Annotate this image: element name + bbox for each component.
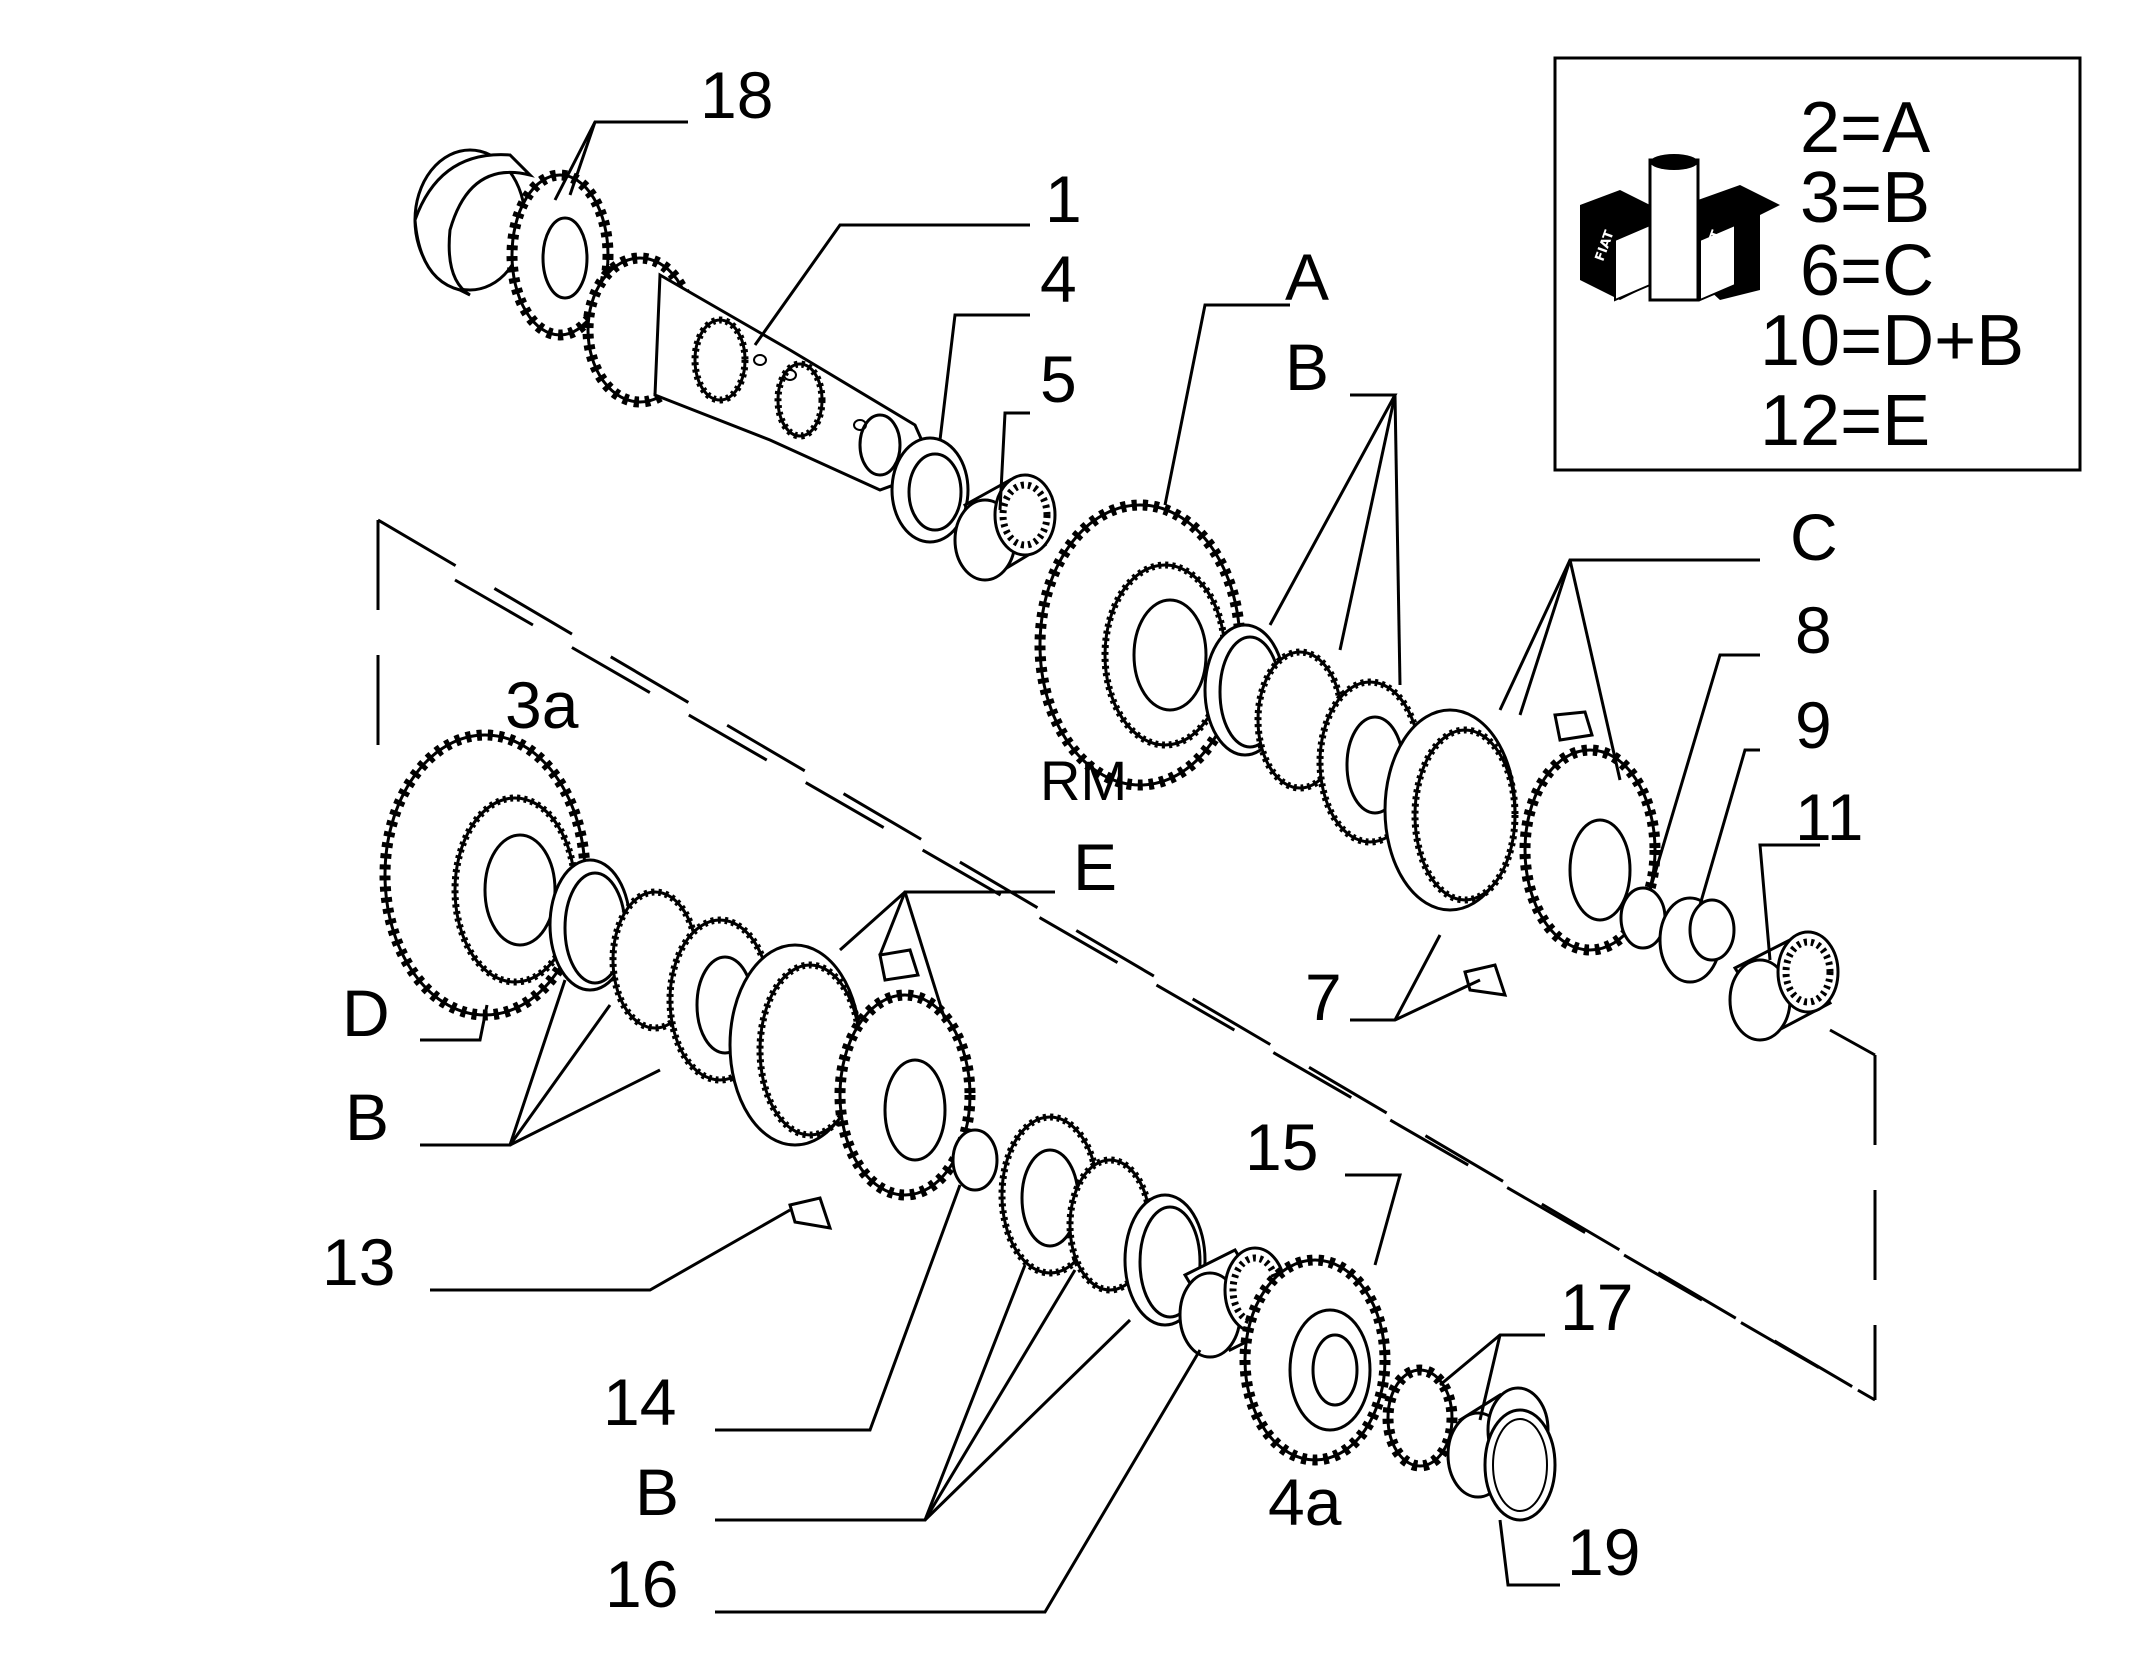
callout-A: A bbox=[1285, 240, 1329, 314]
kit-line-1: 2=A bbox=[1800, 88, 1930, 168]
fiat-kit-box-icon: FIAT FIAT bbox=[1580, 154, 1780, 302]
callout-5: 5 bbox=[1040, 342, 1077, 416]
kit-line-5: 12=E bbox=[1760, 381, 1930, 461]
callout-1: 1 bbox=[1045, 162, 1082, 236]
kit-line-3: 6=C bbox=[1800, 231, 1934, 311]
assembly-dashed-outline bbox=[376, 518, 1877, 1402]
callout-17: 17 bbox=[1560, 1270, 1633, 1344]
callout-D: D bbox=[342, 976, 390, 1050]
callout-E: E bbox=[1073, 830, 1117, 904]
part-14-snap-ring bbox=[951, 1128, 999, 1192]
callout-16: 16 bbox=[605, 1547, 678, 1621]
callout-7: 7 bbox=[1305, 960, 1342, 1034]
callout-8: 8 bbox=[1795, 593, 1832, 667]
callout-11: 11 bbox=[1795, 780, 1864, 854]
callout-4a: 4a bbox=[1268, 1465, 1342, 1539]
part-C-synchro-sleeve bbox=[1383, 708, 1661, 956]
callout-B-top: B bbox=[1285, 330, 1329, 404]
callout-labels: 18 1 4 5 A B C 8 9 11 7 RM 3a E D B 13 1… bbox=[322, 58, 1864, 1621]
kit-legend-box: FIAT FIAT 2=A 3=B 6=C 10=D+B 12=E bbox=[1553, 56, 2082, 472]
part-7-key bbox=[1463, 963, 1508, 997]
part-E-synchro-sleeve bbox=[728, 943, 976, 1201]
part-5-needle-bearing bbox=[953, 473, 1057, 582]
callout-19: 19 bbox=[1567, 1515, 1640, 1589]
part-11-needle-bearing bbox=[1728, 930, 1840, 1042]
callout-B-bottom: B bbox=[635, 1455, 679, 1529]
part-13-key bbox=[788, 1196, 833, 1230]
callout-9: 9 bbox=[1795, 688, 1832, 762]
part-B-bottom-synchro-rings bbox=[998, 1113, 1207, 1327]
callout-4: 4 bbox=[1040, 242, 1077, 316]
leader-lines bbox=[420, 120, 1820, 1614]
part-9-spacer bbox=[1658, 896, 1736, 984]
kit-line-4: 10=D+B bbox=[1760, 301, 2024, 381]
callout-C: C bbox=[1790, 500, 1838, 574]
part-8-snap-ring bbox=[1619, 886, 1667, 950]
callout-14: 14 bbox=[603, 1365, 676, 1439]
callout-B-left: B bbox=[345, 1080, 389, 1154]
part-4-thrust-washer bbox=[890, 436, 970, 544]
part-1-main-shaft bbox=[582, 252, 938, 492]
part-A-reverse-gear bbox=[1034, 499, 1246, 791]
part-18-taper-bearing bbox=[413, 148, 614, 341]
callout-RM: RM bbox=[1040, 749, 1127, 812]
callout-13: 13 bbox=[322, 1225, 395, 1299]
callout-18: 18 bbox=[700, 58, 773, 132]
kit-line-2: 3=B bbox=[1800, 158, 1930, 238]
part-15-gear bbox=[1239, 1254, 1391, 1466]
callout-15: 15 bbox=[1245, 1110, 1318, 1184]
part-19-shim-ring bbox=[1483, 1408, 1557, 1522]
callout-3a: 3a bbox=[505, 668, 579, 742]
part-3a-gear bbox=[379, 729, 591, 1021]
